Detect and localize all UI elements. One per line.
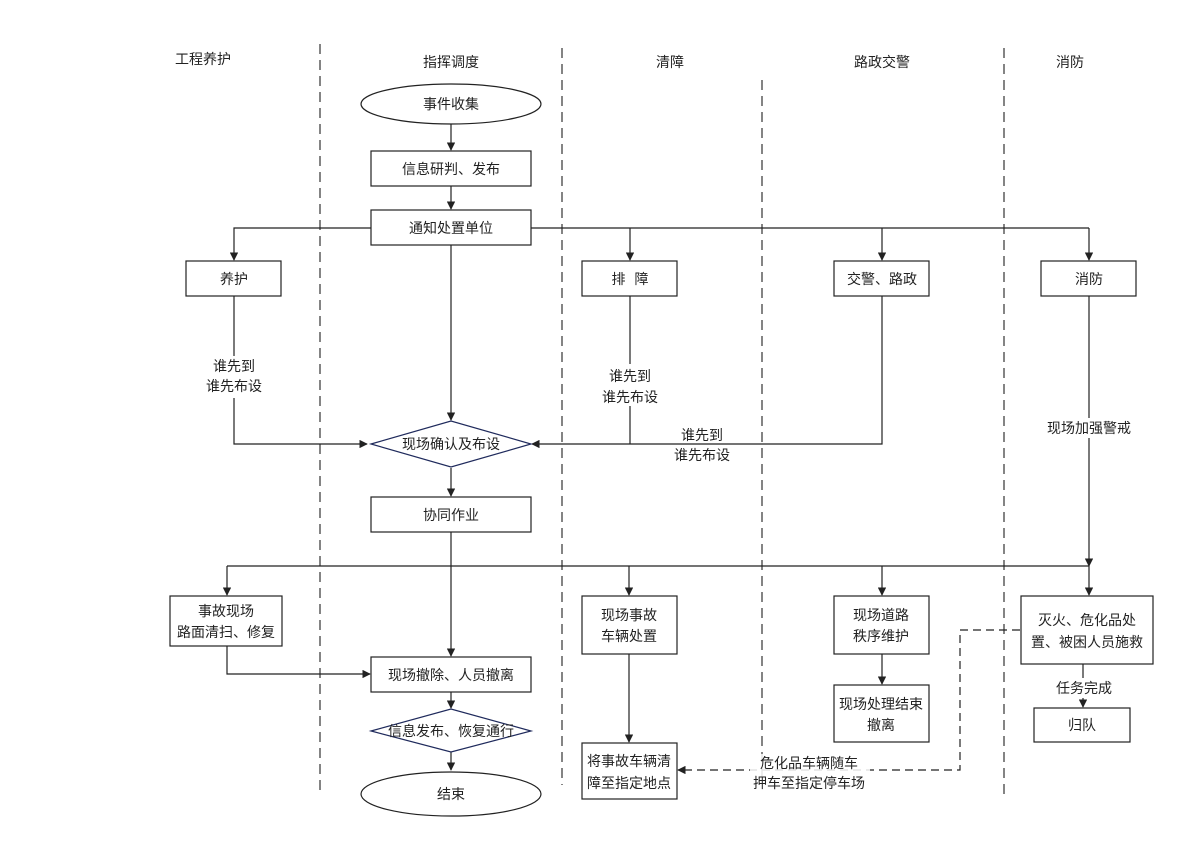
edge-label-hazmat-1: 危化品车辆随车 xyxy=(760,755,858,772)
lane-headers: 工程养护 指挥调度 清障 路政交警 消防 xyxy=(175,52,1084,71)
edge-police-to-confirm xyxy=(531,296,883,449)
node-tow-vehicle-label-1: 将事故车辆清 xyxy=(587,753,671,770)
lane-header-maintenance: 工程养护 xyxy=(175,52,231,68)
node-collab-work-shape xyxy=(370,496,532,533)
node-event-collect-label: 事件收集 xyxy=(423,96,479,113)
lane-dividers xyxy=(319,44,1005,795)
edge-label-who-first-police-1: 谁先到 xyxy=(681,428,723,444)
node-police-road-label: 交警、路政 xyxy=(847,271,917,288)
node-event-collect-shape xyxy=(360,83,542,125)
node-maintenance-shape xyxy=(185,260,282,297)
node-fire-shape xyxy=(1040,260,1137,297)
node-notify-units-label: 通知处置单位 xyxy=(409,220,493,237)
node-road-order-label-1: 现场道路 xyxy=(853,608,909,624)
node-police-done-shape xyxy=(833,684,930,743)
node-road-order-label-2: 秩序维护 xyxy=(853,629,909,645)
edge-label-task-done: 任务完成 xyxy=(1056,681,1112,697)
edge-notify-to-maintenance xyxy=(229,227,371,261)
node-end-label: 结束 xyxy=(437,787,465,803)
node-notify-units-shape xyxy=(370,209,532,246)
edge-label-bg-fire xyxy=(1044,418,1134,438)
node-return-label: 归队 xyxy=(1068,717,1096,734)
node-clear-vehicle-label-1: 现场事故 xyxy=(601,608,657,624)
node-collab-work-label: 协同作业 xyxy=(423,508,479,524)
edge-label-bg-hazmat xyxy=(750,754,870,790)
node-fire-rescue-label-2: 置、被困人员施救 xyxy=(1031,635,1143,651)
lane-header-clearance: 清障 xyxy=(656,55,684,71)
node-fire-rescue-label-1: 灭火、危化品处 xyxy=(1038,613,1136,629)
edge-label-who-first-police-2: 谁先布设 xyxy=(674,448,730,464)
edge-label-who-first-clear-1: 谁先到 xyxy=(609,369,651,385)
node-end-shape xyxy=(360,771,542,817)
edge-label-fire-alert: 现场加强警戒 xyxy=(1047,421,1131,437)
edge-label-who-first-maint-1: 谁先到 xyxy=(213,359,255,375)
lane-header-dispatch: 指挥调度 xyxy=(423,55,479,71)
node-tow-vehicle-label-2: 障至指定地点 xyxy=(587,776,671,792)
edge-maintenance-to-confirm xyxy=(233,296,368,449)
node-site-clear-label: 现场撤除、人员撤离 xyxy=(388,667,514,684)
edge-label-bg-clear xyxy=(592,364,668,406)
edge-label-who-first-clear-2: 谁先布设 xyxy=(602,390,658,406)
node-info-restore-shape xyxy=(368,708,534,753)
node-fire-rescue-shape xyxy=(1020,595,1154,665)
node-site-confirm-label: 现场确认及布设 xyxy=(402,437,500,453)
node-info-judge-label: 信息研判、发布 xyxy=(402,161,500,178)
node-clearance-shape xyxy=(581,260,678,297)
node-tow-vehicle-shape xyxy=(581,742,678,800)
edge-labels: 谁先到 谁先布设 谁先到 谁先布设 谁先到 谁先布设 现场加强警戒 任务完成 危… xyxy=(196,356,1134,792)
node-police-done-label-1: 现场处理结束 xyxy=(839,697,923,713)
edge-label-bg-maint xyxy=(196,356,272,398)
node-site-confirm-shape xyxy=(368,420,534,468)
edge-label-bg-task xyxy=(1054,678,1114,698)
edge-label-bg-police xyxy=(670,427,734,437)
node-info-restore-label: 信息发布、恢复通行 xyxy=(388,723,514,740)
edges xyxy=(222,124,1094,775)
nodes: 事件收集 信息研判、发布 通知处置单位 养护 排 障 交警、路政 消防 现场确认… xyxy=(169,83,1154,817)
node-fire-label: 消防 xyxy=(1075,272,1103,288)
node-clear-vehicle-shape xyxy=(581,595,678,655)
edge-label-hazmat-2: 押车至指定停车场 xyxy=(753,775,865,792)
node-clear-vehicle-label-2: 车辆处置 xyxy=(601,628,657,645)
node-return-shape xyxy=(1033,707,1131,743)
lane-header-fire: 消防 xyxy=(1056,55,1084,71)
node-site-clear-shape xyxy=(370,656,532,693)
edge-label-who-first-maint-2: 谁先布设 xyxy=(206,379,262,395)
node-police-done-label-2: 撤离 xyxy=(867,717,895,734)
edge-maint-site-to-site-clear xyxy=(226,646,371,679)
node-maint-site-label-1: 事故现场 xyxy=(198,604,254,620)
lane-header-police-road: 路政交警 xyxy=(854,54,910,71)
node-police-road-shape xyxy=(833,260,930,297)
node-maint-site-shape xyxy=(169,595,283,647)
node-info-judge-shape xyxy=(370,150,532,187)
node-maintenance-label: 养护 xyxy=(220,272,248,288)
node-clearance-label: 排 障 xyxy=(612,272,649,288)
node-road-order-shape xyxy=(833,595,930,655)
node-maint-site-label-2: 路面清扫、修复 xyxy=(177,624,275,641)
